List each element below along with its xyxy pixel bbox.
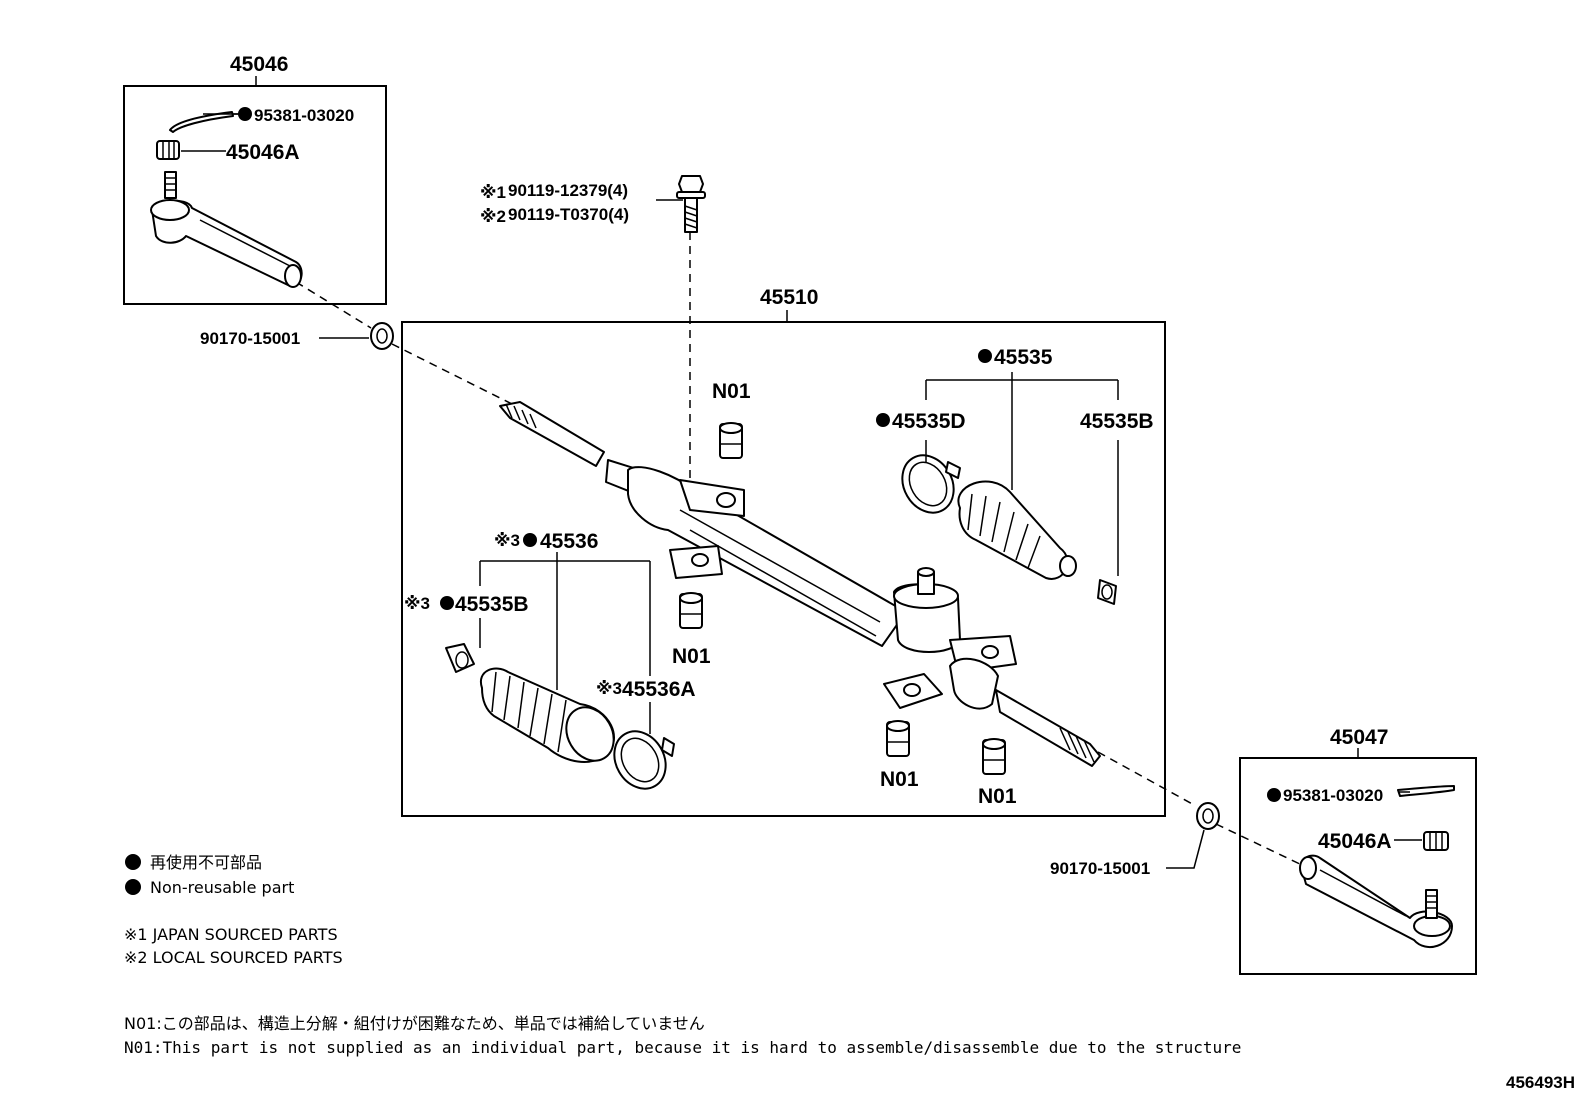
label-45535b-rh: 45535B <box>1080 410 1154 433</box>
label-bolt-line2: 90119-T0370(4) <box>508 205 629 224</box>
label-bolt-line1: 90119-12379(4) <box>508 181 628 200</box>
label-45535d: 45535D <box>892 410 966 433</box>
label-cotter-pin-lh: 95381-03020 <box>254 106 354 125</box>
assembly-line-lh <box>295 281 372 329</box>
label-45536-mark: ※3 <box>494 531 520 550</box>
bolt-icon <box>676 175 706 233</box>
assembly-line-rh-2 <box>1215 823 1305 867</box>
non-reusable-mark <box>876 413 890 427</box>
label-clip-lh: 90170-15001 <box>200 329 300 348</box>
tie-rod-end-rh-icon <box>1299 785 1455 949</box>
figure-id: 456493H <box>1506 1073 1575 1092</box>
legend-bullet-en <box>125 879 141 895</box>
n01-grommet-b-icon <box>679 592 703 629</box>
label-n01-b: N01 <box>672 645 711 668</box>
tie-rod-end-lh-box <box>123 85 387 305</box>
label-bolt-mark1: ※1 <box>480 183 506 202</box>
footer-n01-en: N01:This part is not supplied as an indi… <box>124 1038 1241 1057</box>
label-n01-a: N01 <box>712 380 751 403</box>
label-45047: 45047 <box>1330 726 1388 749</box>
label-cotter-pin-rh: 95381-03020 <box>1283 786 1383 805</box>
label-45536: 45536 <box>540 530 598 553</box>
non-reusable-mark <box>978 349 992 363</box>
label-45535: 45535 <box>994 346 1053 369</box>
boot-kit-rh-icon <box>901 454 1117 605</box>
steering-gear-icon <box>499 401 1101 767</box>
label-n01-c: N01 <box>880 768 919 791</box>
non-reusable-mark <box>440 596 454 610</box>
assembly-line-rh <box>1097 751 1197 807</box>
label-45510: 45510 <box>760 286 818 309</box>
non-reusable-mark <box>523 533 537 547</box>
tie-rod-end-lh-icon <box>150 111 303 288</box>
n01-grommet-d-icon <box>982 738 1006 775</box>
legend-non-reusable-en: Non-reusable part <box>150 878 294 897</box>
gear-assembly-box <box>401 321 1166 817</box>
label-45535b-lh: 45535B <box>455 593 529 616</box>
label-45536a-mark: ※3 <box>596 679 622 698</box>
clip-lh-icon <box>370 322 394 350</box>
boot-kit-lh-icon <box>445 643 675 790</box>
label-nut-lh: 45046A <box>226 141 300 164</box>
footer-n01-jp: N01:この部品は、構造上分解・組付けが困難なため、単品では補給していません <box>124 1014 705 1033</box>
label-45536a: 45536A <box>622 678 696 701</box>
legend-non-reusable-jp: 再使用不可部品 <box>150 853 262 872</box>
label-clip-rh: 90170-15001 <box>1050 859 1150 878</box>
non-reusable-mark <box>238 107 252 121</box>
label-n01-d: N01 <box>978 785 1017 808</box>
legend-note2: ※2 LOCAL SOURCED PARTS <box>124 948 343 967</box>
label-nut-rh: 45046A <box>1318 830 1392 853</box>
n01-grommet-a-icon <box>719 422 743 459</box>
legend-note1: ※1 JAPAN SOURCED PARTS <box>124 925 338 944</box>
assembly-line-lh-2 <box>391 343 521 409</box>
label-45535b-lh-mark: ※3 <box>404 594 430 613</box>
label-45046: 45046 <box>230 53 288 76</box>
non-reusable-mark <box>1267 788 1281 802</box>
clip-rh-icon <box>1196 802 1220 830</box>
label-bolt-mark2: ※2 <box>480 207 506 226</box>
legend-bullet-jp <box>125 854 141 870</box>
n01-grommet-c-icon <box>886 720 910 757</box>
